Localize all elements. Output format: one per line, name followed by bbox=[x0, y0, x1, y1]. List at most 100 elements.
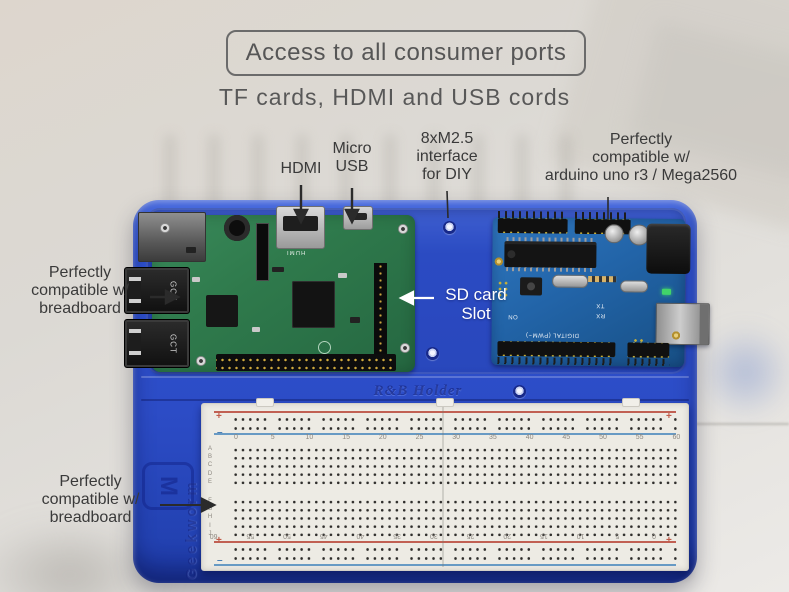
m25-screw-hole bbox=[426, 347, 439, 360]
bb-row-letter: F bbox=[208, 498, 212, 504]
header-pins bbox=[497, 357, 616, 366]
usb-port: GCT bbox=[124, 319, 190, 368]
mounting-hole bbox=[671, 330, 681, 340]
bb-number: 20 bbox=[378, 434, 387, 441]
breadboard-seam bbox=[442, 407, 444, 567]
bb-number: 30 bbox=[452, 434, 461, 441]
dsi-connector bbox=[256, 223, 269, 281]
bb-row-letter: C bbox=[207, 462, 213, 469]
bb-number: 60 bbox=[672, 434, 681, 441]
minus-mark: – bbox=[217, 427, 223, 438]
background-blue-smudge bbox=[698, 325, 789, 420]
usb-port-brand: GCT bbox=[168, 280, 178, 301]
mounting-hole bbox=[494, 257, 504, 267]
soc-chip bbox=[292, 281, 335, 328]
digital-silkscreen: DIGITAL (PWM~) bbox=[525, 331, 580, 338]
bb-number: 25 bbox=[466, 532, 475, 539]
rail-gaps bbox=[232, 545, 680, 563]
rail-red-line bbox=[214, 411, 676, 413]
callout-sd-card: SD card Slot bbox=[445, 285, 507, 324]
bb-row-letter: H bbox=[207, 514, 213, 521]
bb-row-letter: A bbox=[207, 446, 212, 452]
callout-m25: 8xM2.5 interface for DIY bbox=[416, 130, 478, 183]
bb-number: 55 bbox=[635, 434, 644, 441]
crystal-oscillator bbox=[552, 274, 589, 288]
bb-number: 10 bbox=[305, 434, 314, 441]
breadboard-tab bbox=[436, 398, 454, 407]
power-led bbox=[661, 288, 672, 295]
usb-tongue bbox=[129, 329, 141, 355]
title-box: Access to all consumer ports bbox=[226, 30, 586, 76]
raspberry-pi-logo-icon bbox=[318, 341, 331, 354]
callout-arduino: Perfectly compatible w/ arduino uno r3 /… bbox=[544, 131, 738, 184]
bb-row-letter: G bbox=[207, 506, 213, 513]
bb-number: 35 bbox=[488, 434, 497, 441]
bb-number: 20 bbox=[503, 532, 512, 539]
capacitor bbox=[604, 224, 624, 244]
rail-red-line bbox=[214, 541, 676, 543]
m25-screw-hole bbox=[443, 221, 456, 234]
dip-legs bbox=[506, 267, 595, 273]
bb-number: 5 bbox=[270, 434, 275, 441]
m25-screw-hole bbox=[513, 385, 526, 398]
csi-connector bbox=[374, 263, 387, 358]
pi-screw bbox=[160, 223, 170, 233]
usb-b-port bbox=[655, 302, 710, 346]
bb-number: 45 bbox=[319, 532, 328, 539]
bb-number: 0 bbox=[234, 434, 238, 441]
bb-row-letter: I bbox=[209, 522, 211, 529]
rail-blue-line bbox=[214, 564, 676, 566]
terminal-holes-upper bbox=[232, 446, 680, 487]
terminal-holes-lower bbox=[232, 498, 680, 539]
rx-silkscreen: RX bbox=[595, 312, 606, 319]
usb-port-brand: GCT bbox=[168, 333, 178, 354]
smd-component bbox=[338, 273, 347, 278]
bb-number: 40 bbox=[356, 532, 365, 539]
micro-usb-port bbox=[343, 206, 373, 230]
female-header bbox=[497, 341, 616, 358]
reset-button bbox=[519, 277, 543, 296]
audio-jack bbox=[224, 215, 250, 241]
breadboard-tab bbox=[622, 398, 640, 407]
case-ledge-highlight bbox=[141, 376, 689, 378]
case-ledge-shadow bbox=[141, 399, 689, 401]
bb-row-letter: J bbox=[208, 530, 212, 537]
plus-mark: + bbox=[216, 411, 222, 422]
callout-breadboard-bottom: Perfectly compatible w/ breadboard bbox=[41, 473, 140, 526]
minus-mark: – bbox=[217, 555, 223, 566]
callout-hdmi: HDMI bbox=[280, 160, 322, 177]
atmega-chip bbox=[504, 241, 597, 269]
callout-breadboard-top: Perfectly compatible w/ breadboard bbox=[31, 264, 129, 317]
smd-component bbox=[252, 327, 260, 332]
smd-component bbox=[192, 277, 200, 282]
hdmi-port bbox=[276, 206, 325, 249]
breadboard-tab bbox=[256, 398, 274, 407]
header-pins bbox=[627, 358, 670, 366]
page-title: Access to all consumer ports bbox=[245, 39, 567, 66]
bb-row-letter: E bbox=[207, 478, 212, 485]
bb-number: 55 bbox=[246, 532, 255, 539]
callout-micro-usb: Micro USB bbox=[332, 140, 372, 175]
crystal-oscillator bbox=[619, 280, 649, 293]
bb-number: 35 bbox=[393, 532, 402, 539]
bb-row-letter: D bbox=[207, 470, 213, 477]
tx-silkscreen: TX bbox=[595, 302, 605, 309]
ram-chip bbox=[206, 295, 238, 327]
bb-number: 45 bbox=[562, 434, 571, 441]
bb-number: 15 bbox=[540, 532, 548, 539]
rail-gaps bbox=[232, 415, 680, 433]
hdmi-silkscreen: HDMI bbox=[286, 249, 306, 255]
micro-usb-slot bbox=[349, 213, 367, 220]
bb-number: 10 bbox=[576, 532, 585, 539]
usb-tongue bbox=[129, 277, 141, 303]
subtitle: TF cards, HDMI and USB cords bbox=[218, 84, 571, 110]
smd-row bbox=[588, 275, 617, 283]
gpio-header bbox=[216, 354, 396, 371]
plus-mark: + bbox=[666, 411, 672, 422]
bb-number: 15 bbox=[342, 434, 350, 441]
female-header bbox=[627, 342, 670, 358]
